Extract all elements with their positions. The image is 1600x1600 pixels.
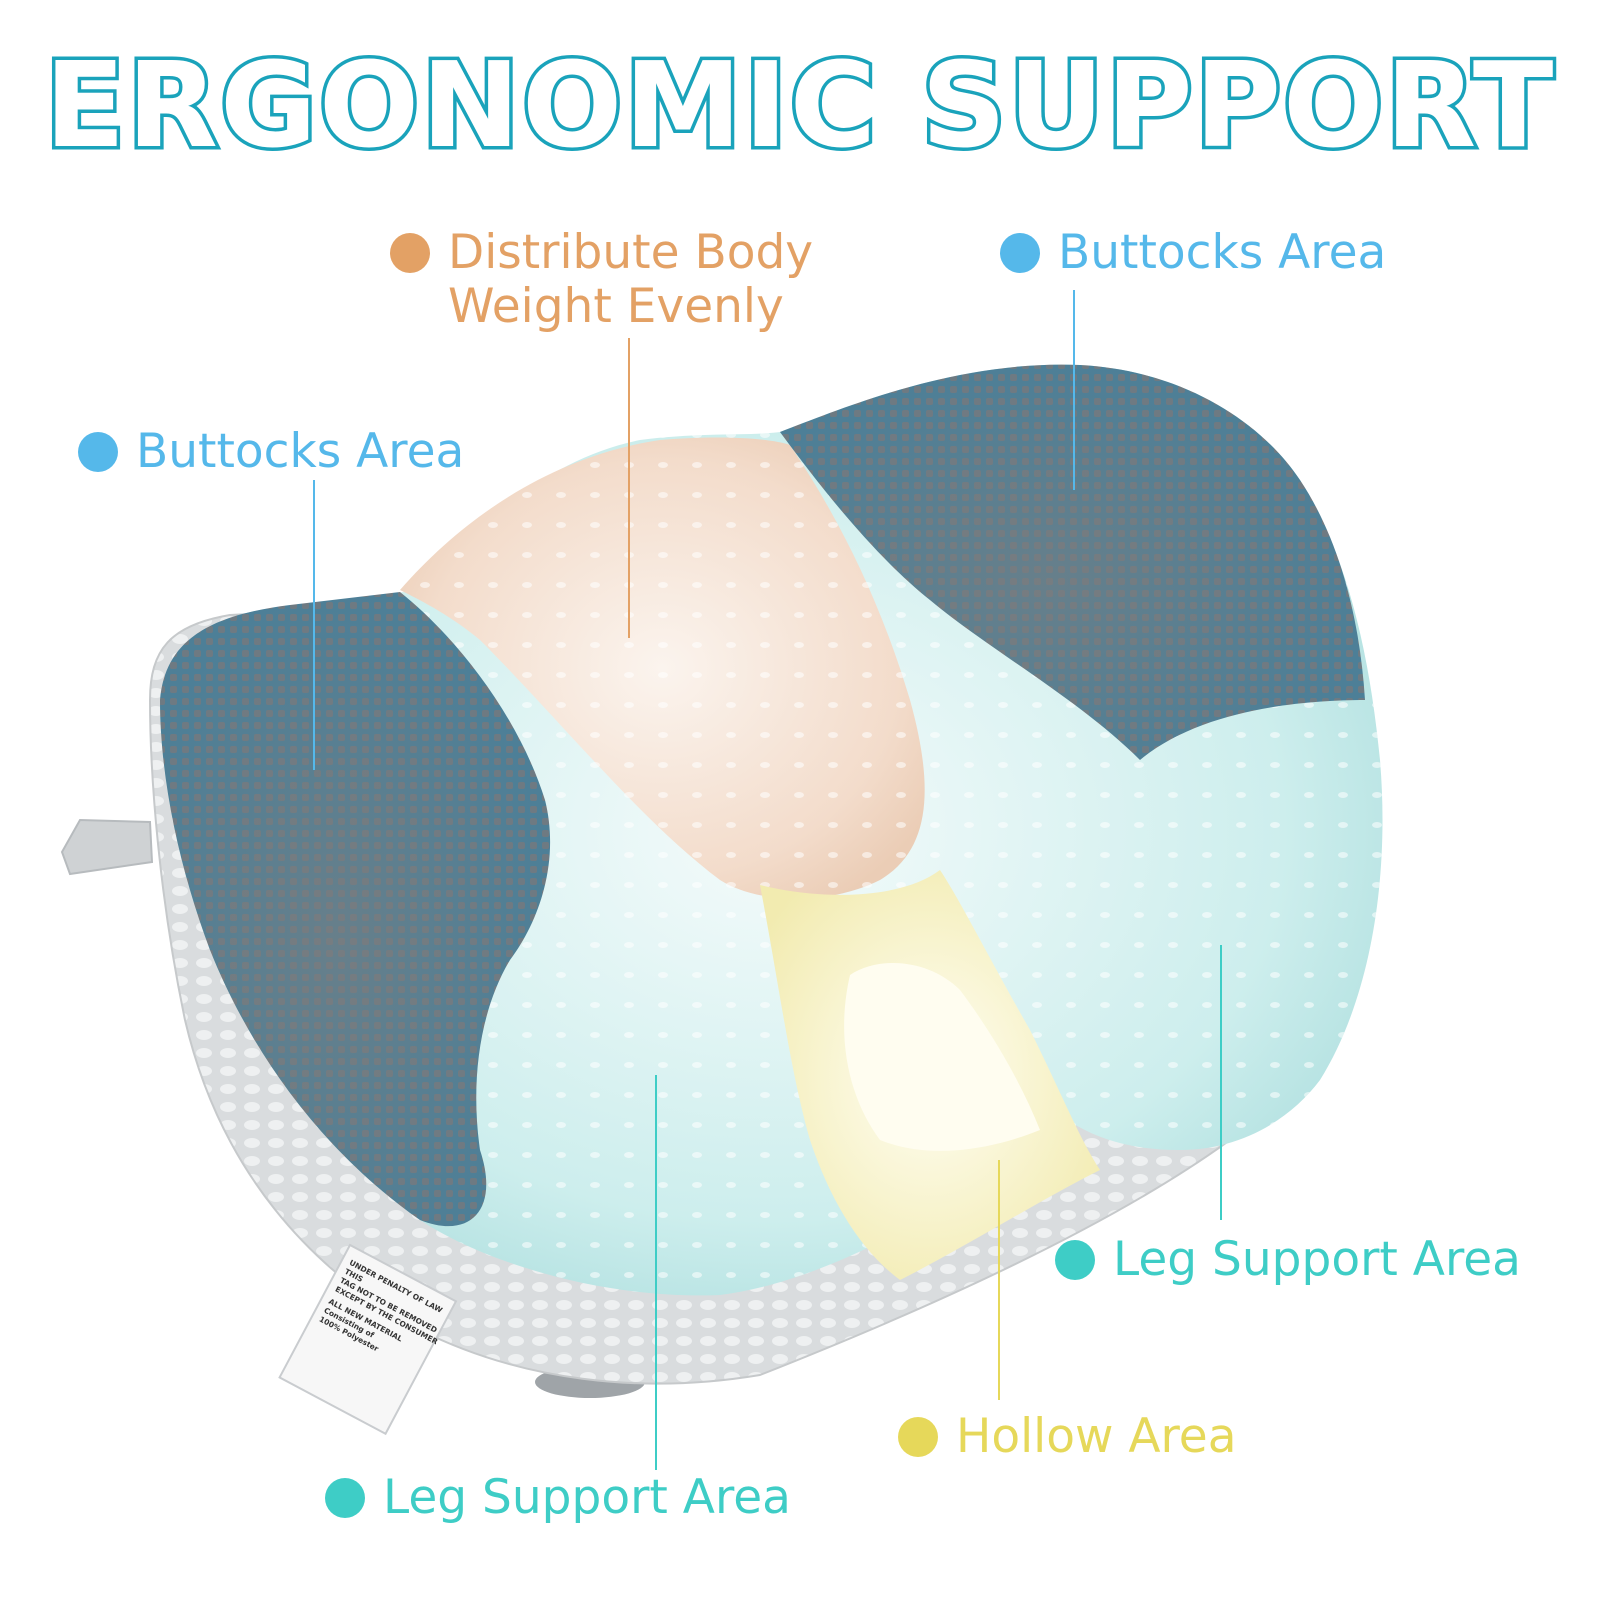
orange-dot-icon — [390, 233, 430, 273]
yellow-dot-icon — [898, 1417, 938, 1457]
leader-line-hollow — [998, 1160, 1000, 1400]
blue-dot-icon — [1000, 233, 1040, 273]
label-leg-support-right: Leg Support Area — [1113, 1232, 1521, 1287]
label-buttocks-left: Buttocks Area — [136, 424, 465, 479]
label-distribute-line2: Weight Evenly — [448, 279, 784, 334]
label-distribute-line1: Distribute Body — [448, 225, 814, 280]
teal-dot-icon — [1055, 1240, 1095, 1280]
label-buttocks-right: Buttocks Area — [1058, 225, 1387, 280]
blue-dot-icon — [78, 432, 118, 472]
leader-line-distribute — [628, 338, 630, 638]
leader-line-leg-left — [655, 1075, 657, 1470]
label-hollow: Hollow Area — [956, 1409, 1237, 1464]
label-distribute-weight: Distribute Body Weight Evenly — [448, 226, 813, 334]
page-title: ERGONOMIC SUPPORT — [41, 36, 1557, 174]
leader-line-buttocks-right — [1073, 290, 1075, 490]
leader-line-leg-right — [1220, 945, 1222, 1220]
label-leg-support-left: Leg Support Area — [383, 1470, 791, 1525]
leader-line-buttocks-left — [313, 480, 315, 770]
teal-dot-icon — [325, 1478, 365, 1518]
